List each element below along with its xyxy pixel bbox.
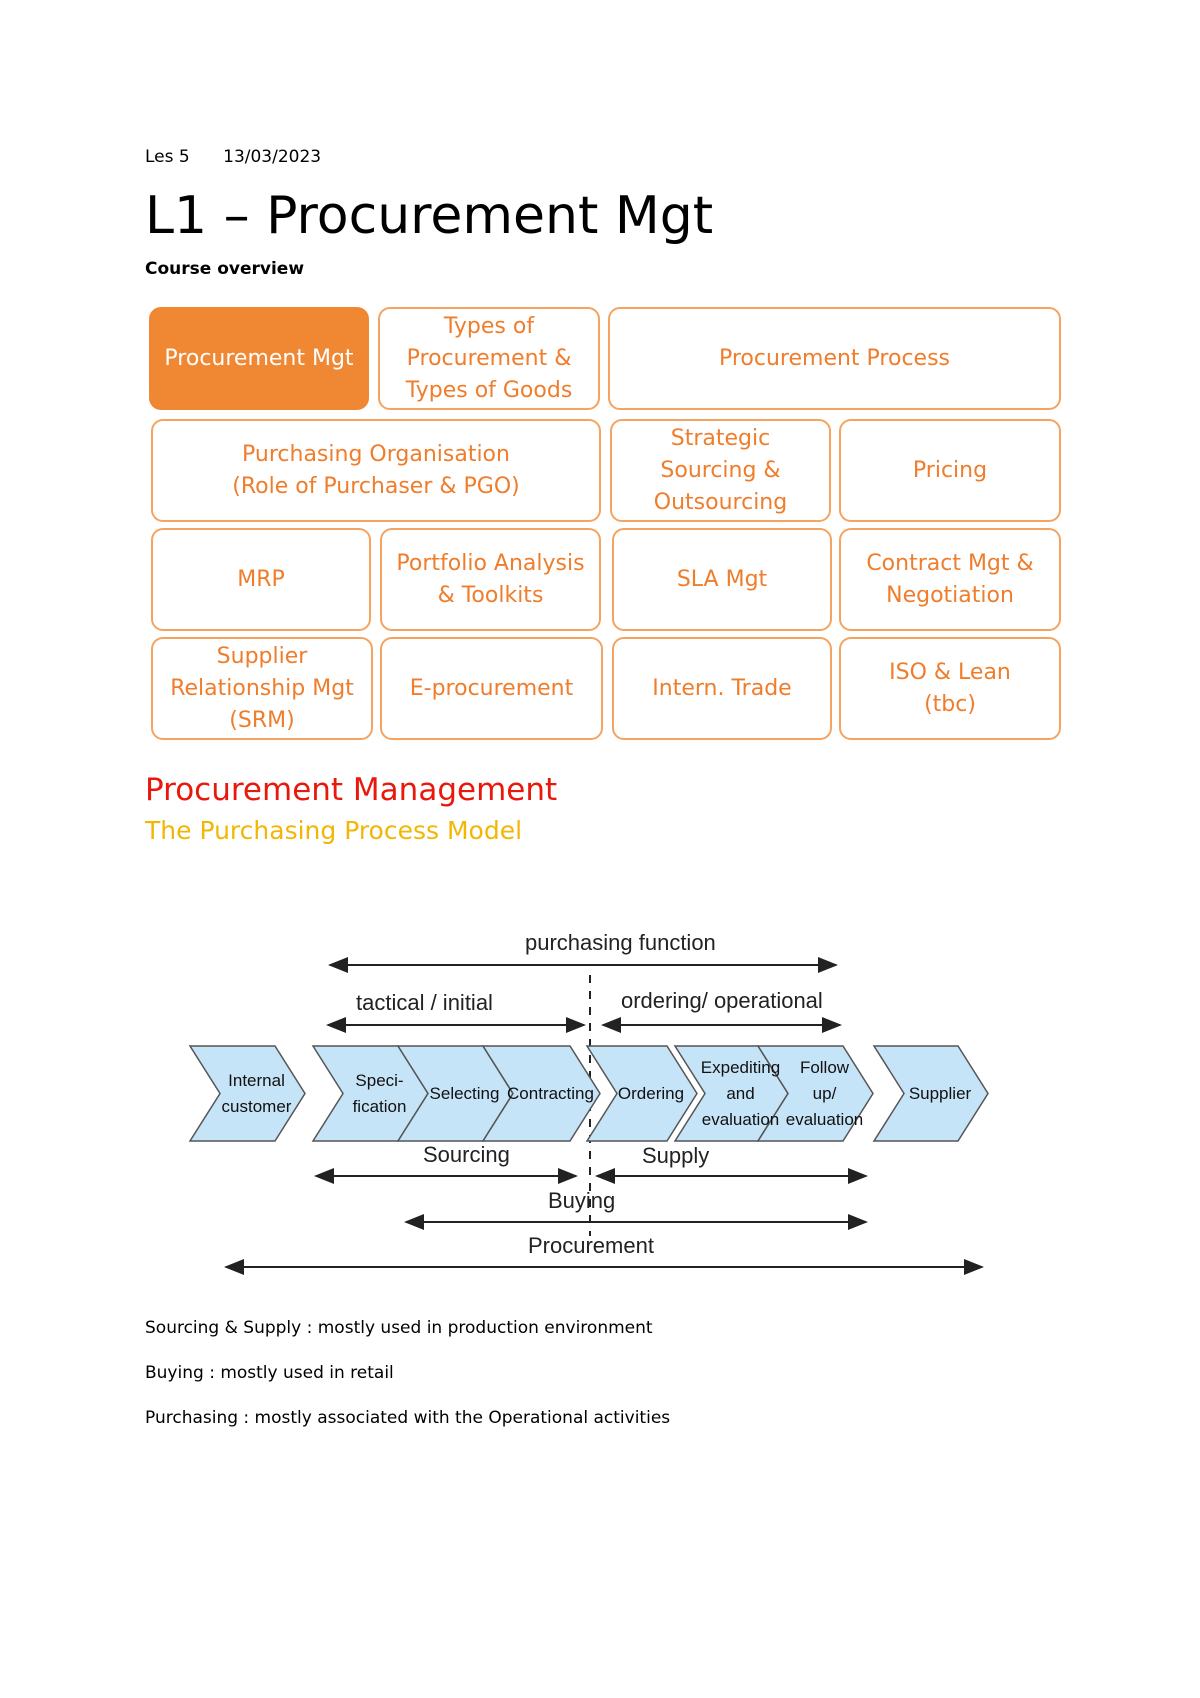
grid-cell-portfolio-analysis: Portfolio Analysis & Toolkits (380, 528, 601, 631)
grid-cell-types-of-procurement: Types of Procurement & Types of Goods (378, 307, 600, 410)
supply-label: Supply (642, 1143, 710, 1168)
chevron-label-line: Supplier (908, 1083, 972, 1103)
chevron-0 (188, 1045, 306, 1142)
chevron-label-line: fication (352, 1096, 407, 1116)
chevron-label-4: Ordering (601, 1046, 701, 1141)
grid-cell-sla-mgt: SLA Mgt (612, 528, 832, 631)
chevron-label-line: evaluation (701, 1109, 780, 1129)
header-line: Les 5 13/03/2023 (145, 147, 349, 167)
note-buying: Buying : mostly used in retail (145, 1363, 394, 1383)
chevron-label-0: Internal customer (204, 1046, 309, 1141)
chevron-label-line: and (726, 1083, 755, 1103)
course-overview-label: Course overview (145, 259, 305, 279)
sourcing-label: Sourcing (423, 1142, 510, 1167)
page-title: L1 – Procurement Mgt (145, 186, 714, 246)
purchasing-function-label: purchasing function (525, 930, 716, 955)
chevron-7 (872, 1045, 989, 1142)
note-purchasing: Purchasing : mostly associated with the … (145, 1408, 671, 1428)
chevron-label-line: Ordering (617, 1083, 685, 1103)
grid-cell-intern-trade: Intern. Trade (612, 637, 832, 740)
chevron-label-line: Internal (228, 1070, 285, 1090)
grid-cell-purchasing-organisation: Purchasing Organisation (Role of Purchas… (151, 419, 601, 522)
chevron-label-line: Expediting (700, 1057, 781, 1077)
chevron-label-6: Follow up/evaluation (772, 1046, 877, 1141)
section-title: Procurement Management (145, 772, 558, 808)
grid-cell-mrp: MRP (151, 528, 371, 631)
chevron-label-2: Selecting (412, 1046, 517, 1141)
date-label: 13/03/2023 (223, 147, 322, 167)
chevron-label-line: customer (221, 1096, 292, 1116)
grid-cell-e-procurement: E-procurement (380, 637, 603, 740)
section-subtitle: The Purchasing Process Model (145, 816, 523, 845)
chevron-label-line: Speci- (355, 1070, 404, 1090)
chevron-label-line: Selecting (429, 1083, 500, 1103)
ordering-operational-label: ordering/ operational (621, 988, 823, 1013)
chevron-label-1: Speci-fication (327, 1046, 432, 1141)
grid-cell-srm: Supplier Relationship Mgt (SRM) (151, 637, 373, 740)
chevron-label-line: Contracting (507, 1083, 594, 1103)
chevron-4 (585, 1045, 698, 1142)
grid-cell-procurement-mgt: Procurement Mgt (149, 307, 369, 410)
chevron-label-line: up/ (812, 1083, 837, 1103)
grid-cell-strategic-sourcing: Strategic Sourcing & Outsourcing (610, 419, 831, 522)
chevron-3 (481, 1045, 601, 1142)
chevron-label-line: evaluation (785, 1109, 864, 1129)
lesson-label: Les 5 (145, 147, 190, 167)
procurement-label: Procurement (528, 1233, 654, 1258)
chevron-6 (756, 1045, 874, 1142)
tactical-label: tactical / initial (356, 990, 493, 1015)
chevron-label-7: Supplier (888, 1046, 992, 1141)
chevron-label-3: Contracting (497, 1046, 604, 1141)
note-sourcing-supply: Sourcing & Supply : mostly used in produ… (145, 1318, 653, 1338)
grid-cell-contract-mgt: Contract Mgt & Negotiation (839, 528, 1061, 631)
chevron-label-line: Follow (799, 1057, 850, 1077)
grid-cell-procurement-process: Procurement Process (608, 307, 1061, 410)
buying-label: Buying (548, 1188, 616, 1213)
grid-cell-iso-lean: ISO & Lean (tbc) (839, 637, 1061, 740)
grid-cell-pricing: Pricing (839, 419, 1061, 522)
chevron-label-5: Expediting and evaluation (689, 1046, 792, 1141)
